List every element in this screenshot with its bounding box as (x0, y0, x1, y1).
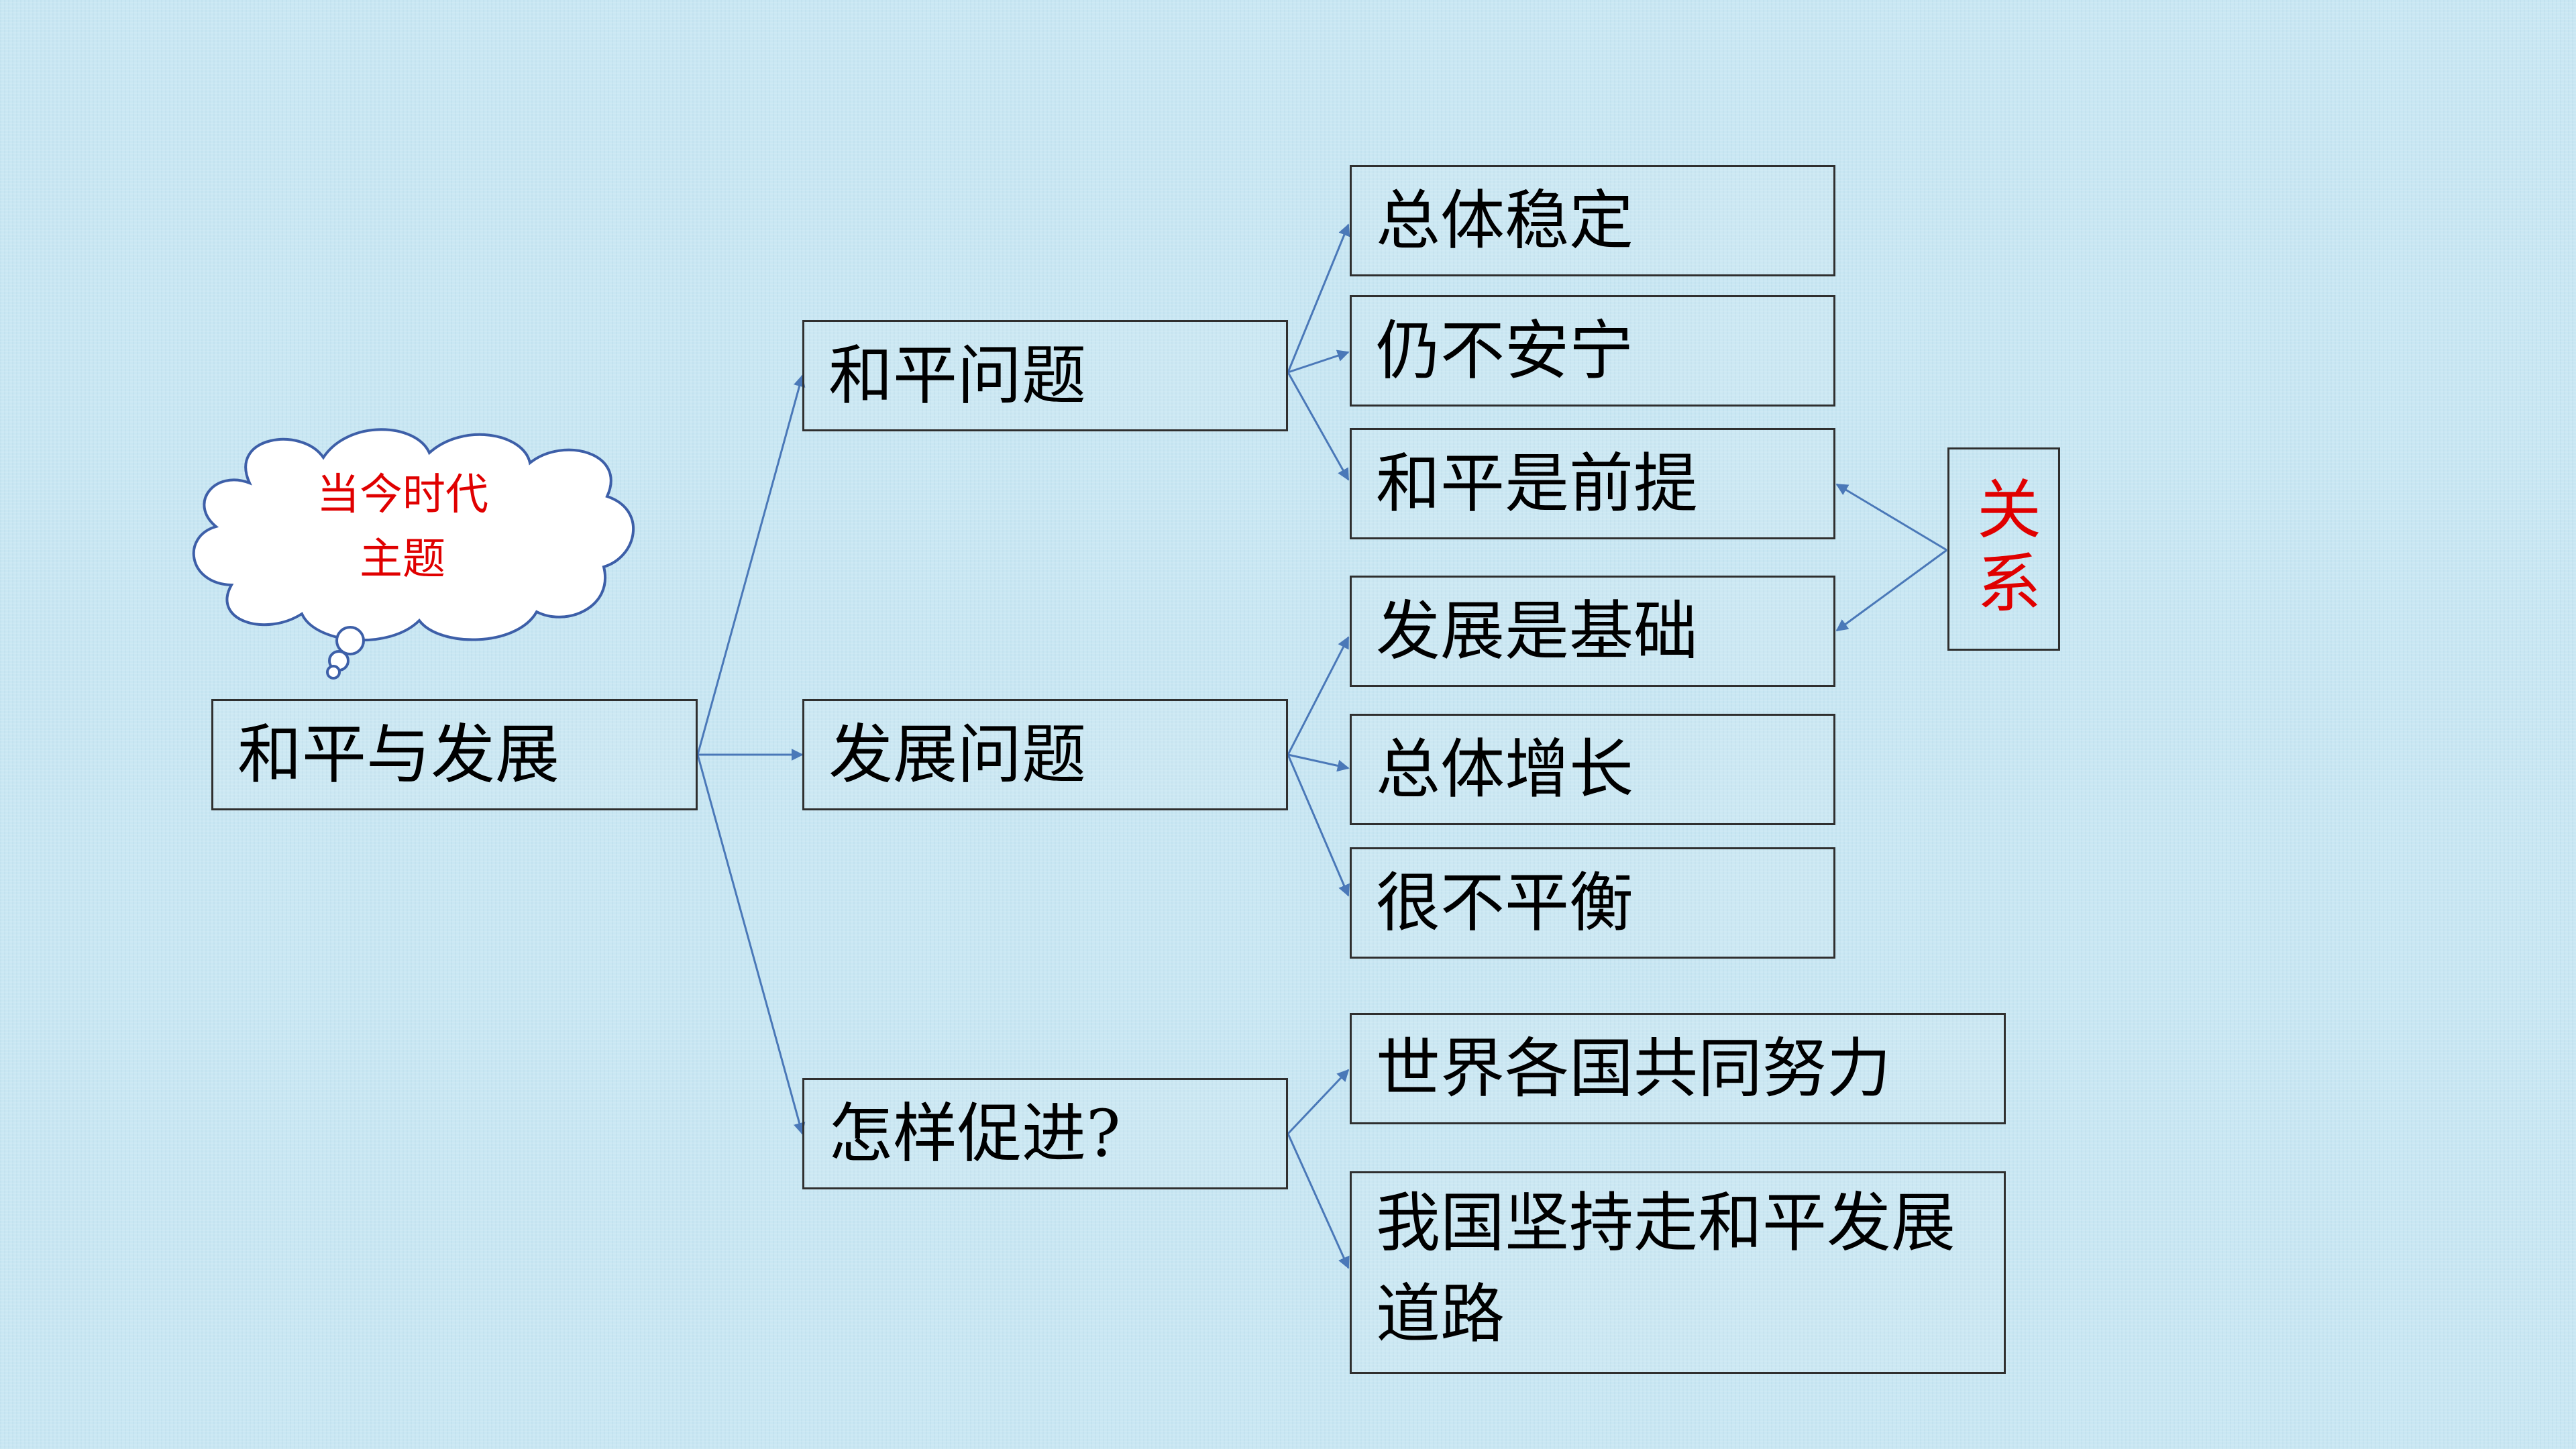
leaf-label: 总体稳定 (1376, 183, 1633, 258)
arrow-peace-to-leaf-2 (1287, 350, 1350, 374)
leaf-label: 我国坚持走和平发展道路 (1376, 1185, 1955, 1352)
branch-node-promotion: 怎样促进? (802, 1078, 1288, 1189)
cloud-caption: 当今时代 主题 (282, 463, 523, 592)
branch-node-development: 发展问题 (802, 699, 1288, 810)
arrow-relation-to-development-basis (1835, 549, 1947, 632)
leaf-label: 世界各国共同努力 (1376, 1031, 1891, 1106)
arrow-peace-to-leaf-3 (1287, 372, 1350, 481)
leaf-node: 世界各国共同努力 (1350, 1013, 2006, 1124)
leaf-label: 很不平衡 (1376, 865, 1633, 941)
leaf-node: 总体稳定 (1350, 165, 1835, 276)
root-label: 和平与发展 (237, 717, 559, 792)
leaf-node: 和平是前提 (1350, 428, 1835, 539)
leaf-label: 仍不安宁 (1376, 313, 1633, 388)
arrow-promotion-to-leaf-1 (1287, 1069, 1350, 1135)
arrow-development-to-leaf-3 (1287, 754, 1350, 897)
root-node: 和平与发展 (211, 699, 698, 810)
leaf-node: 发展是基础 (1350, 576, 1835, 687)
leaf-node: 很不平衡 (1350, 847, 1835, 959)
arrow-development-to-leaf-1 (1287, 636, 1350, 755)
arrow-promotion-to-leaf-2 (1287, 1133, 1350, 1269)
leaf-label: 总体增长 (1376, 732, 1633, 807)
leaf-label: 发展是基础 (1376, 594, 1698, 669)
cloud-line-2: 主题 (360, 535, 445, 584)
branch-label-promotion: 怎样促进? (828, 1096, 1121, 1171)
thought-cloud (192, 428, 635, 680)
relation-label: 关系 (1966, 475, 2041, 623)
leaf-label: 和平是前提 (1376, 446, 1698, 521)
cloud-line-1: 当今时代 (317, 470, 488, 520)
leaf-node: 仍不安宁 (1350, 295, 1835, 407)
relation-box: 关系 (1947, 447, 2060, 651)
arrow-peace-to-leaf-1 (1287, 223, 1350, 373)
branch-label-development: 发展问题 (828, 717, 1086, 792)
arrow-root-to-promotion (696, 754, 806, 1135)
branch-node-peace: 和平问题 (802, 320, 1288, 431)
arrow-development-to-leaf-2 (1287, 753, 1350, 772)
arrow-relation-to-peace-premise (1835, 483, 1947, 551)
leaf-node: 总体增长 (1350, 714, 1835, 825)
branch-label-peace: 和平问题 (828, 338, 1086, 413)
leaf-node: 我国坚持走和平发展道路 (1350, 1171, 2006, 1374)
arrow-root-to-peace (696, 374, 806, 755)
